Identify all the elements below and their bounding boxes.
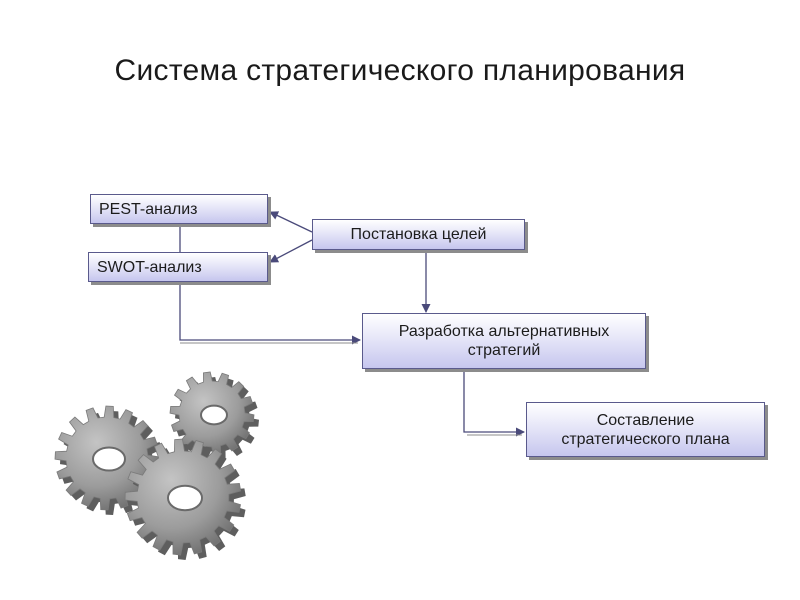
arrow-goals-to-pest bbox=[269, 211, 313, 233]
strategic-plan-label-line-1: Составление bbox=[596, 411, 695, 429]
slide-title: Система стратегического планирования bbox=[114, 54, 686, 87]
pest-analysis-box: PEST-анализ bbox=[90, 194, 268, 224]
goal-setting-label: Постановка целей bbox=[350, 226, 487, 243]
alternative-strategies-label-line-2: стратегий bbox=[467, 342, 541, 359]
alternative-strategies-box: Разработка альтернативных стратегий bbox=[362, 313, 646, 369]
arrow-goals-to-swot bbox=[269, 239, 313, 263]
pest-analysis-label: PEST-анализ bbox=[99, 200, 198, 218]
arrow-alternatives-to-plan bbox=[463, 369, 525, 437]
gear-front bbox=[124, 438, 246, 560]
strategic-plan-box: Составление стратегического плана bbox=[526, 402, 765, 457]
swot-analysis-box: SWOT-анализ bbox=[88, 252, 268, 282]
strategic-plan-label-line-2: стратегического плана bbox=[561, 430, 730, 448]
goal-setting-box: Постановка целей bbox=[312, 219, 525, 250]
swot-analysis-label: SWOT-анализ bbox=[97, 258, 202, 276]
alternative-strategies-label-line-1: Разработка альтернативных bbox=[398, 323, 610, 340]
gear-small bbox=[169, 371, 259, 461]
